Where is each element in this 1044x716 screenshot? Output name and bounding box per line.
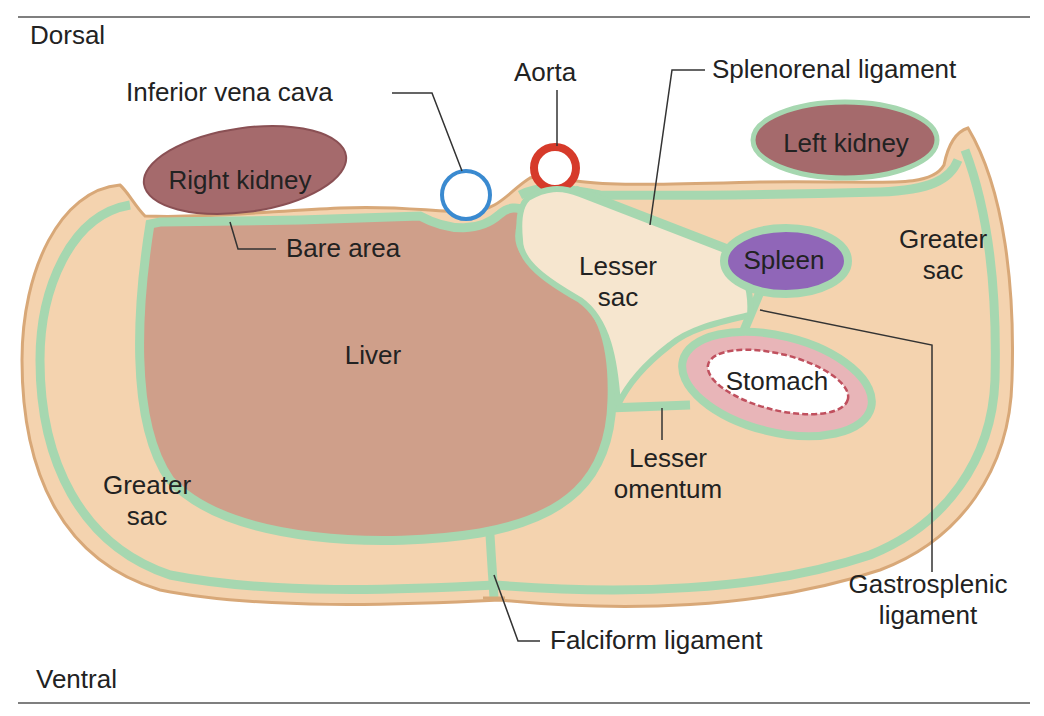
structure-label: Bare area <box>286 233 446 264</box>
orientation-label: Dorsal <box>30 20 150 51</box>
structure-label: Lesser omentum <box>598 443 738 505</box>
structure-label: Inferior vena cava <box>126 77 396 108</box>
organ-node: Right kidney <box>135 118 355 222</box>
organ-node: Left kidney <box>748 98 943 182</box>
structure-label: Gastrosplenic ligament <box>818 569 1038 631</box>
structure-label: Splenorenal ligament <box>712 54 1032 85</box>
organ-name: Lesser sac <box>563 251 673 313</box>
organ-node: Stomach <box>672 326 882 442</box>
orientation-label: Ventral <box>36 664 156 695</box>
organ-name: Liver <box>313 340 433 371</box>
organ-name: Left kidney <box>746 128 946 159</box>
structure-label: Falciform ligament <box>550 625 830 656</box>
organ-name: Spleen <box>719 245 849 276</box>
region-label: Greater sac <box>878 224 1008 286</box>
region-label: Greater sac <box>82 470 212 532</box>
organ-name: Right kidney <box>130 165 350 196</box>
structure-label: Aorta <box>514 57 604 88</box>
organ-node: Spleen <box>718 222 854 300</box>
organ-name: Stomach <box>697 366 857 397</box>
